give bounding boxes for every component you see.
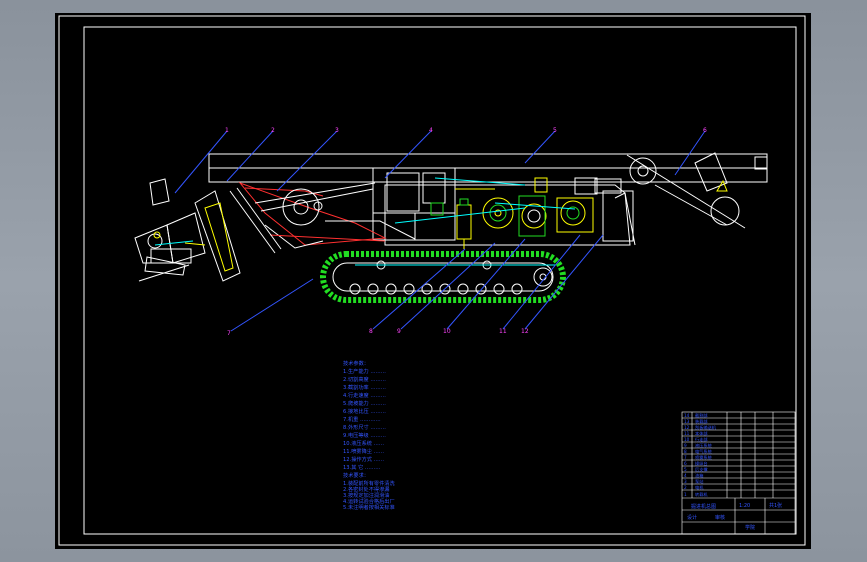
svg-text:9: 9: [397, 328, 401, 335]
leader-numbers: 1 2 3 4 5 6 7 8 9 10 11 12: [225, 127, 707, 337]
cad-drawing: 1 2 3 4 5 6 7 8 9 10 11 12 技术参数： 1.生产能力 …: [58, 15, 806, 546]
svg-text:4.行走速度 ………: 4.行走速度 ………: [343, 391, 386, 399]
svg-text:后支撑: 后支撑: [695, 466, 708, 473]
svg-text:1:20: 1:20: [739, 503, 750, 509]
technical-notes: 技术参数： 1.生产能力 ……… 2.切割高度 ……… 3.截割功率 ……… 4…: [343, 359, 395, 511]
svg-text:13: 13: [684, 419, 690, 424]
svg-text:刮板输送机: 刮板输送机: [695, 424, 717, 431]
conveyor-beam: [208, 153, 768, 183]
outer-border: [58, 15, 806, 546]
crawler-track: [320, 251, 566, 303]
svg-text:1: 1: [684, 492, 687, 497]
svg-text:11: 11: [499, 328, 507, 335]
svg-text:6: 6: [703, 127, 707, 134]
svg-text:本体部: 本体部: [695, 430, 708, 437]
svg-text:8: 8: [684, 449, 687, 454]
svg-text:10.液压系统 ……: 10.液压系统 ……: [343, 439, 384, 447]
svg-text:技术参数：: 技术参数：: [343, 359, 369, 367]
svg-text:1.装配前所有零件清洗: 1.装配前所有零件清洗: [343, 479, 395, 487]
parts-list-table: [681, 411, 796, 535]
cutting-arm: [229, 181, 416, 254]
svg-text:12: 12: [684, 425, 690, 430]
svg-text:共1张: 共1张: [769, 502, 782, 509]
svg-text:4.运转试验合格后出厂: 4.运转试验合格后出厂: [343, 497, 395, 505]
svg-text:7.机重 …………: 7.机重 …………: [343, 415, 381, 423]
svg-text:装载部: 装载部: [695, 418, 708, 425]
svg-text:13.其 它 ………: 13.其 它 ………: [343, 463, 381, 471]
svg-text:11.喷雾降尘 ……: 11.喷雾降尘 ……: [343, 447, 384, 455]
inner-border: [83, 26, 797, 535]
hydraulic-components: [430, 195, 594, 249]
svg-text:3.按规定加注润滑油: 3.按规定加注润滑油: [343, 491, 389, 499]
svg-text:5: 5: [553, 127, 557, 134]
svg-text:1.生产能力 ………: 1.生产能力 ………: [343, 367, 386, 375]
svg-text:油箱: 油箱: [695, 472, 703, 479]
svg-text:8: 8: [369, 328, 373, 335]
drawing-viewport[interactable]: 1 2 3 4 5 6 7 8 9 10 11 12 技术参数： 1.生产能力 …: [55, 13, 811, 549]
svg-text:9: 9: [684, 443, 687, 448]
svg-text:操纵台: 操纵台: [695, 460, 708, 467]
svg-text:2.各密封处不得渗漏: 2.各密封处不得渗漏: [343, 485, 389, 493]
svg-text:10: 10: [443, 328, 451, 335]
svg-text:审核: 审核: [715, 514, 725, 521]
svg-text:3.截割功率 ………: 3.截割功率 ………: [343, 383, 386, 391]
svg-text:5.未注明者按相关标准: 5.未注明者按相关标准: [343, 503, 395, 511]
svg-text:8.外形尺寸 ………: 8.外形尺寸 ………: [343, 423, 386, 431]
svg-text:设计: 设计: [687, 514, 697, 521]
svg-text:技术要求：: 技术要求：: [343, 471, 369, 479]
svg-text:2: 2: [684, 485, 687, 490]
center-lines: [355, 177, 576, 266]
svg-text:行走部: 行走部: [695, 436, 708, 443]
svg-text:电机: 电机: [695, 484, 704, 491]
svg-text:4: 4: [684, 473, 687, 478]
svg-text:液压系统: 液压系统: [695, 442, 712, 449]
svg-text:5: 5: [684, 467, 687, 472]
svg-text:7: 7: [684, 455, 687, 460]
cutting-head: [134, 178, 241, 282]
svg-text:11: 11: [684, 431, 690, 436]
svg-text:6: 6: [684, 461, 687, 466]
svg-text:转载机: 转载机: [695, 491, 708, 498]
svg-text:喷雾系统: 喷雾系统: [695, 454, 712, 461]
svg-text:10: 10: [684, 437, 690, 442]
svg-text:4: 4: [429, 127, 433, 134]
svg-text:6.接地比压 ………: 6.接地比压 ………: [343, 407, 386, 415]
machine-body: [372, 167, 636, 246]
svg-text:3: 3: [335, 127, 339, 134]
svg-text:12.操作方式 ……: 12.操作方式 ……: [343, 455, 384, 463]
svg-text:学院: 学院: [745, 524, 755, 531]
svg-text:14: 14: [684, 413, 690, 418]
svg-text:截割部: 截割部: [695, 412, 708, 419]
svg-text:3: 3: [684, 479, 687, 484]
svg-text:7: 7: [227, 330, 231, 337]
svg-text:1: 1: [225, 127, 229, 134]
svg-text:掘进机总图: 掘进机总图: [691, 503, 716, 510]
svg-text:2: 2: [271, 127, 275, 134]
svg-text:2.切割高度 ………: 2.切割高度 ………: [343, 375, 386, 383]
title-block-text: 掘进机总图 1:20 共1张 设计 审核 学院: [687, 502, 782, 531]
leader-lines: [174, 130, 706, 332]
svg-text:12: 12: [521, 328, 529, 335]
svg-text:泵站: 泵站: [695, 478, 703, 485]
svg-text:5.爬坡能力 ………: 5.爬坡能力 ………: [343, 399, 386, 407]
rear-support: [626, 152, 746, 229]
svg-text:9.电压等级 ………: 9.电压等级 ………: [343, 431, 386, 439]
svg-text:电气系统: 电气系统: [695, 448, 712, 455]
